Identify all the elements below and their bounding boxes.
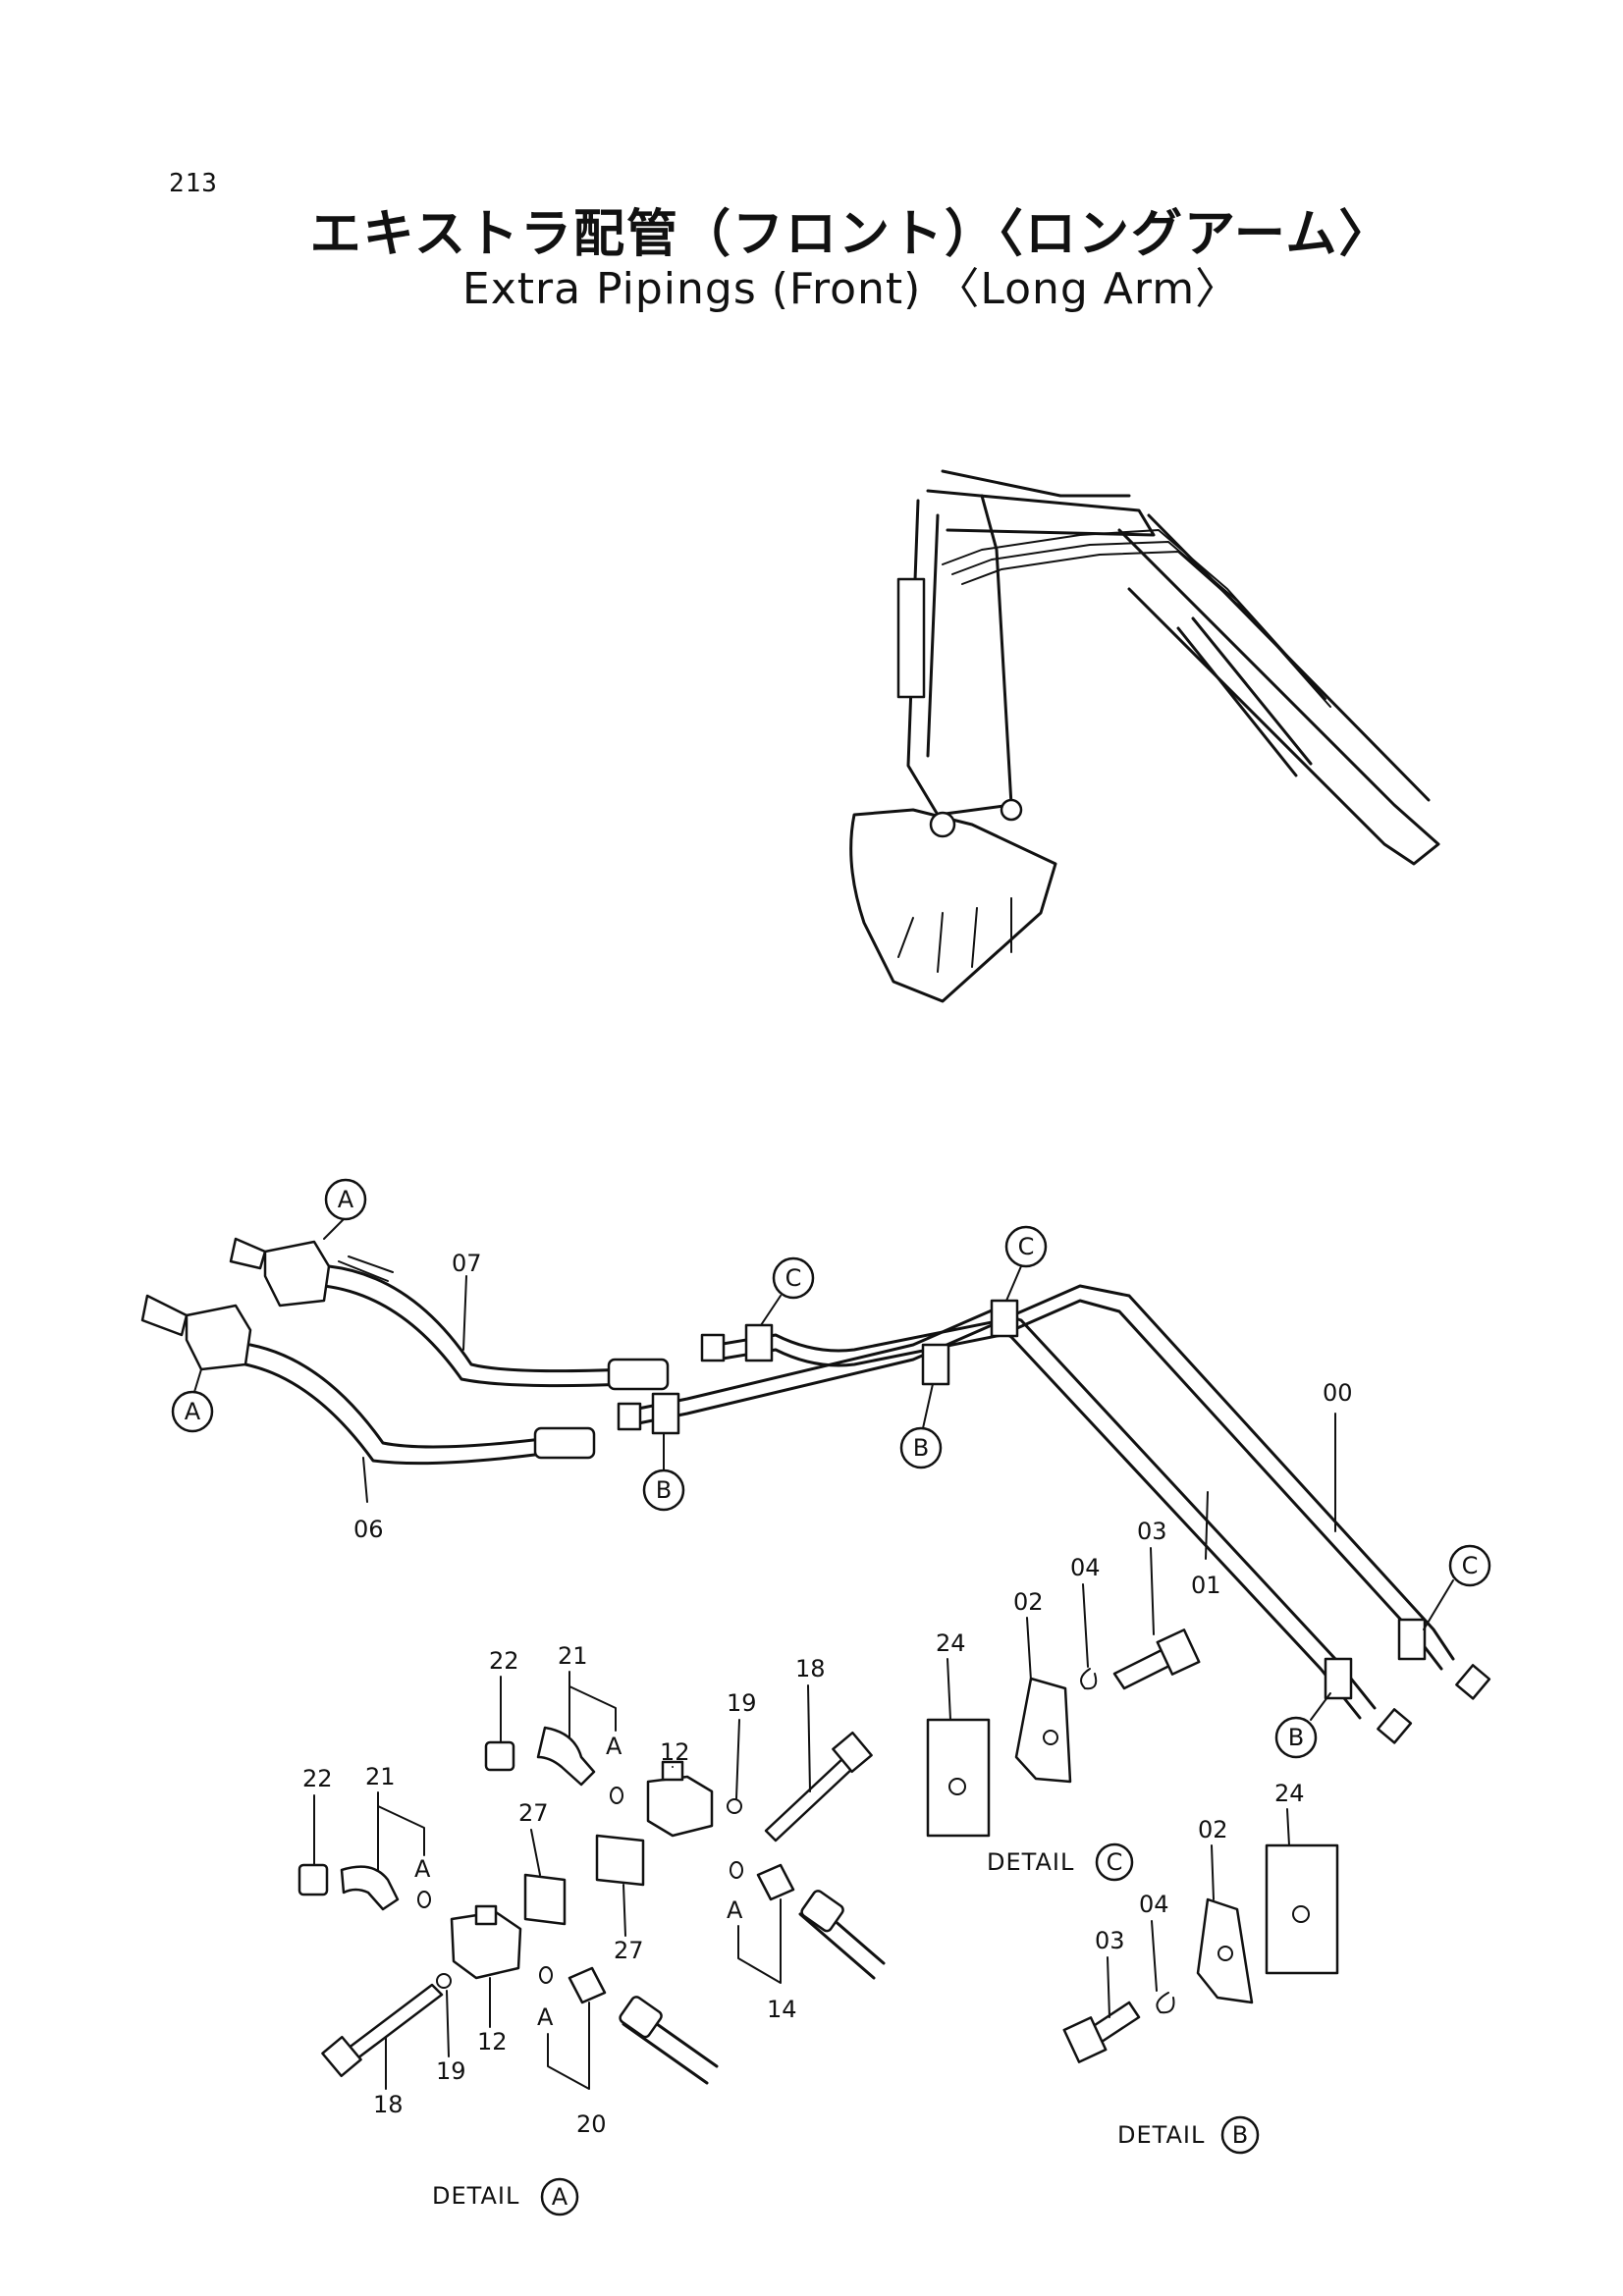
label-18-a-lower: 18 — [373, 2091, 404, 2118]
label-22-a-upper: 22 — [489, 1647, 519, 1675]
clamp-b3 — [1324, 1657, 1353, 1700]
detail-a-letter: A — [552, 2183, 568, 2211]
part-24-block — [926, 1718, 991, 1838]
detail-c-letter: C — [1107, 1848, 1123, 1876]
label-01: 01 — [1191, 1572, 1221, 1599]
callout-c-3: C — [1423, 1544, 1491, 1630]
detail-c-parts — [926, 1629, 1201, 1838]
label-14: 14 — [767, 1996, 797, 2023]
part-21-elbow-lower — [340, 1865, 400, 1911]
label-04-c: 04 — [1070, 1554, 1101, 1581]
callout-a-top: A — [323, 1178, 367, 1240]
callout-a-left: A — [171, 1368, 214, 1433]
part-21-elbow-upper — [536, 1726, 596, 1787]
label-00: 00 — [1323, 1379, 1353, 1407]
part-27-plate-lower — [523, 1873, 567, 1926]
label-A-lower-left: A — [414, 1855, 431, 1883]
label-24-c: 24 — [936, 1629, 966, 1657]
excavator-arm-illustration — [849, 469, 1440, 1003]
title-english: Extra Pipings (Front) 〈Long Arm〉 — [461, 264, 1240, 314]
label-02-b: 02 — [1198, 1816, 1228, 1843]
svg-text:B: B — [1288, 1724, 1304, 1751]
label-02-c: 02 — [1013, 1588, 1044, 1616]
label-21-a-upper: 21 — [558, 1642, 588, 1670]
part-02-clamp-b — [1196, 1897, 1254, 2004]
page-number: 213 — [169, 169, 218, 198]
label-27-a-lower: 27 — [614, 1937, 644, 1964]
detail-a-parts — [298, 1726, 886, 2085]
svg-text:A: A — [185, 1398, 201, 1425]
label-20: 20 — [576, 2110, 607, 2138]
label-04-b: 04 — [1139, 1891, 1169, 1918]
callout-b-1: B — [642, 1432, 685, 1512]
svg-text:B: B — [656, 1476, 672, 1504]
part-18-bolt-lower — [342, 1983, 444, 2063]
part-22-plug-lower — [298, 1863, 329, 1896]
svg-text:C: C — [785, 1264, 802, 1292]
label-18-a-upper: 18 — [795, 1655, 826, 1682]
label-03-c: 03 — [1137, 1518, 1167, 1545]
svg-text:B: B — [913, 1434, 929, 1462]
label-A-fitting-20: A — [537, 2003, 554, 2031]
callout-c-1: C — [760, 1256, 815, 1326]
part-24-block-b — [1265, 1843, 1339, 1975]
label-12-a-upper: 12 — [660, 1738, 690, 1766]
label-03-b: 03 — [1095, 1927, 1125, 1954]
detail-c-text: DETAIL — [987, 1848, 1074, 1876]
detail-b-letter: B — [1232, 2121, 1248, 2149]
detail-b-parts — [1062, 1843, 1339, 2063]
label-06: 06 — [353, 1516, 384, 1543]
label-19-a-lower: 19 — [436, 2057, 466, 2085]
pipe-assembly — [140, 1237, 1491, 1744]
part-22-plug-upper — [484, 1740, 515, 1772]
detail-a-text: DETAIL — [432, 2182, 519, 2210]
label-21-a-lower: 21 — [365, 1763, 396, 1790]
part-14-fitting — [756, 1863, 795, 1901]
callout-b-2: B — [899, 1383, 943, 1469]
label-A-upper: A — [606, 1733, 622, 1760]
label-19-a-upper: 19 — [727, 1689, 757, 1717]
clamp-b2 — [921, 1343, 950, 1386]
label-A-fitting-14: A — [727, 1896, 743, 1924]
callout-c-2: C — [1004, 1225, 1048, 1302]
part-02-clamp — [1014, 1677, 1072, 1784]
clamp-c2 — [990, 1299, 1019, 1338]
label-22-a-lower: 22 — [302, 1765, 333, 1792]
clamp-b1 — [651, 1392, 680, 1435]
label-27-a-upper: 27 — [518, 1799, 549, 1827]
clamp-c1 — [744, 1323, 774, 1362]
part-20-fitting — [568, 1966, 607, 2004]
svg-text:A: A — [338, 1186, 354, 1213]
title-japanese: エキストラ配管（フロント）〈ロングアーム〉 — [309, 205, 1392, 264]
label-24-b: 24 — [1274, 1780, 1305, 1807]
detail-b-text: DETAIL — [1117, 2121, 1205, 2149]
label-07: 07 — [452, 1250, 482, 1277]
svg-text:C: C — [1018, 1233, 1035, 1260]
clamp-c3 — [1397, 1618, 1427, 1661]
label-12-a-lower: 12 — [477, 2028, 508, 2056]
svg-text:C: C — [1462, 1552, 1479, 1579]
part-12-block-upper — [646, 1775, 714, 1838]
part-27-plate-upper — [595, 1834, 645, 1887]
callout-b-3: B — [1274, 1692, 1331, 1759]
